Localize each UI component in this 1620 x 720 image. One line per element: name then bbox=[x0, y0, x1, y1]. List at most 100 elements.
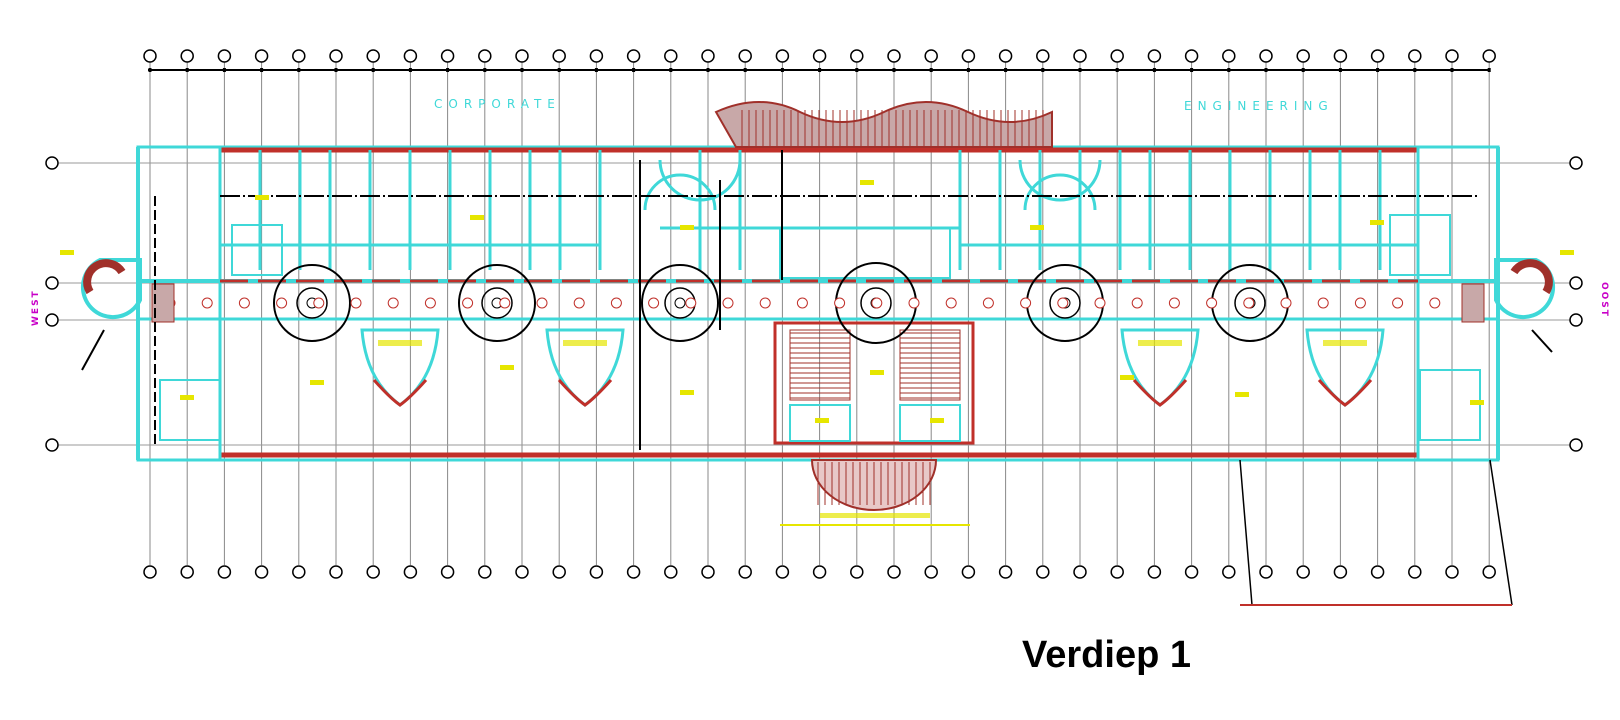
grid-tick bbox=[1152, 68, 1156, 72]
room-tag bbox=[870, 370, 884, 375]
grid-bubble-bottom bbox=[701, 565, 715, 579]
grid-bubble-top bbox=[664, 49, 678, 63]
grid-tick bbox=[855, 68, 859, 72]
corridor-column bbox=[834, 297, 846, 309]
grid-bubble-bottom bbox=[1445, 565, 1459, 579]
meeting-room-tag bbox=[378, 340, 422, 346]
grid-bubble-top bbox=[812, 49, 827, 63]
grid-bubble-bottom bbox=[1333, 565, 1348, 579]
north-entrance-canopy bbox=[714, 101, 1053, 148]
grid-bubble-bottom bbox=[1184, 565, 1199, 579]
grid-tick bbox=[1227, 68, 1231, 72]
grid-bubble-top bbox=[1147, 49, 1162, 63]
corridor-column bbox=[759, 297, 771, 309]
grid-bubble-bottom bbox=[1147, 565, 1162, 579]
corridor-column bbox=[685, 297, 697, 309]
grid-tick bbox=[446, 68, 450, 72]
grid-bubble-top bbox=[1333, 49, 1348, 63]
room-tag bbox=[680, 225, 694, 230]
grid-tick bbox=[1004, 68, 1008, 72]
grid-bubble-top bbox=[850, 49, 864, 63]
corridor-column bbox=[1280, 297, 1292, 309]
grid-row-bubble-right bbox=[1569, 313, 1583, 327]
grid-tick bbox=[594, 68, 598, 72]
central-stair-block bbox=[773, 321, 975, 445]
corridor-column bbox=[1354, 297, 1366, 309]
corridor-column bbox=[1317, 297, 1329, 309]
grid-tick bbox=[1264, 68, 1268, 72]
grid-bubble-bottom bbox=[1296, 565, 1310, 579]
grid-bubble-bottom bbox=[366, 565, 380, 579]
grid-bubble-bottom bbox=[589, 565, 604, 579]
grid-bubble-top bbox=[998, 49, 1013, 63]
grid-bubble-top bbox=[1073, 49, 1087, 63]
corridor-column bbox=[424, 297, 436, 309]
room-tag bbox=[860, 180, 874, 185]
grid-tick bbox=[297, 68, 301, 72]
grid-bubble-top bbox=[1184, 49, 1199, 63]
grid-bubble-top bbox=[589, 49, 604, 63]
grid-tick bbox=[1078, 68, 1082, 72]
grid-bubble-top bbox=[403, 49, 418, 63]
room-tag bbox=[500, 365, 514, 370]
atrium-column bbox=[674, 297, 686, 309]
grid-bubble-bottom bbox=[626, 565, 641, 579]
corridor-column bbox=[201, 297, 213, 309]
grid-bubble-bottom bbox=[440, 565, 455, 579]
grid-tick bbox=[743, 68, 747, 72]
grid-tick bbox=[557, 68, 561, 72]
atrium-core bbox=[1234, 287, 1266, 319]
corridor-column bbox=[908, 297, 920, 309]
corridor-column bbox=[1020, 297, 1032, 309]
service-room bbox=[779, 227, 951, 279]
grid-bubble-top bbox=[217, 49, 232, 63]
meeting-room-tag bbox=[1323, 340, 1367, 346]
rounded-bay bbox=[1018, 159, 1102, 202]
grid-bubble-top bbox=[1110, 49, 1124, 63]
grid-row-bubble-right bbox=[1569, 156, 1583, 170]
grid-bubble-bottom bbox=[812, 565, 827, 579]
room-tag bbox=[60, 250, 74, 255]
grid-tick bbox=[185, 68, 189, 72]
room-tags bbox=[60, 180, 1574, 423]
room-tag bbox=[310, 380, 324, 385]
circular-atria bbox=[164, 262, 1478, 344]
grid-bubble-bottom bbox=[1073, 565, 1087, 579]
grid-tick bbox=[1041, 68, 1045, 72]
grid-bubble-top bbox=[1482, 49, 1496, 63]
corridor-column bbox=[313, 297, 325, 309]
atrium-ring bbox=[641, 264, 719, 342]
corridor-column bbox=[610, 297, 622, 309]
corridor-column bbox=[573, 297, 585, 309]
grid-tick bbox=[929, 68, 933, 72]
corridor-column bbox=[1094, 297, 1106, 309]
grid-bubble-bottom bbox=[552, 565, 566, 579]
room-tag bbox=[1120, 375, 1134, 380]
grid-bubble-top bbox=[1259, 49, 1273, 63]
grid-tick bbox=[892, 68, 896, 72]
room-tag bbox=[1370, 220, 1384, 225]
grid-bubble-top bbox=[626, 49, 641, 63]
zone-label-engineering: ENGINEERING bbox=[1184, 99, 1334, 113]
meeting-room-tag bbox=[563, 340, 607, 346]
grid-tick bbox=[669, 68, 673, 72]
grid-bubble-top bbox=[924, 49, 938, 63]
meeting-rooms bbox=[360, 328, 1385, 407]
grid-bubble-top bbox=[1445, 49, 1459, 63]
corridor-column bbox=[871, 297, 883, 309]
grid-tick bbox=[780, 68, 784, 72]
grid-bubble-bottom bbox=[998, 565, 1013, 579]
grid-bubble-bottom bbox=[403, 565, 418, 579]
corridor-column bbox=[648, 297, 660, 309]
grid-bubble-top bbox=[552, 49, 566, 63]
atrium-core bbox=[481, 287, 513, 319]
corridor-column bbox=[722, 297, 734, 309]
room-tag bbox=[1030, 225, 1044, 230]
rounded-bay bbox=[658, 159, 742, 202]
grid-tick bbox=[483, 68, 487, 72]
grid-row-bubble-right bbox=[1569, 438, 1583, 452]
grid-bubble-top bbox=[180, 49, 194, 63]
grid-bubble-bottom bbox=[850, 565, 864, 579]
grid-bubble-bottom bbox=[738, 565, 752, 579]
room-tag bbox=[1560, 250, 1574, 255]
